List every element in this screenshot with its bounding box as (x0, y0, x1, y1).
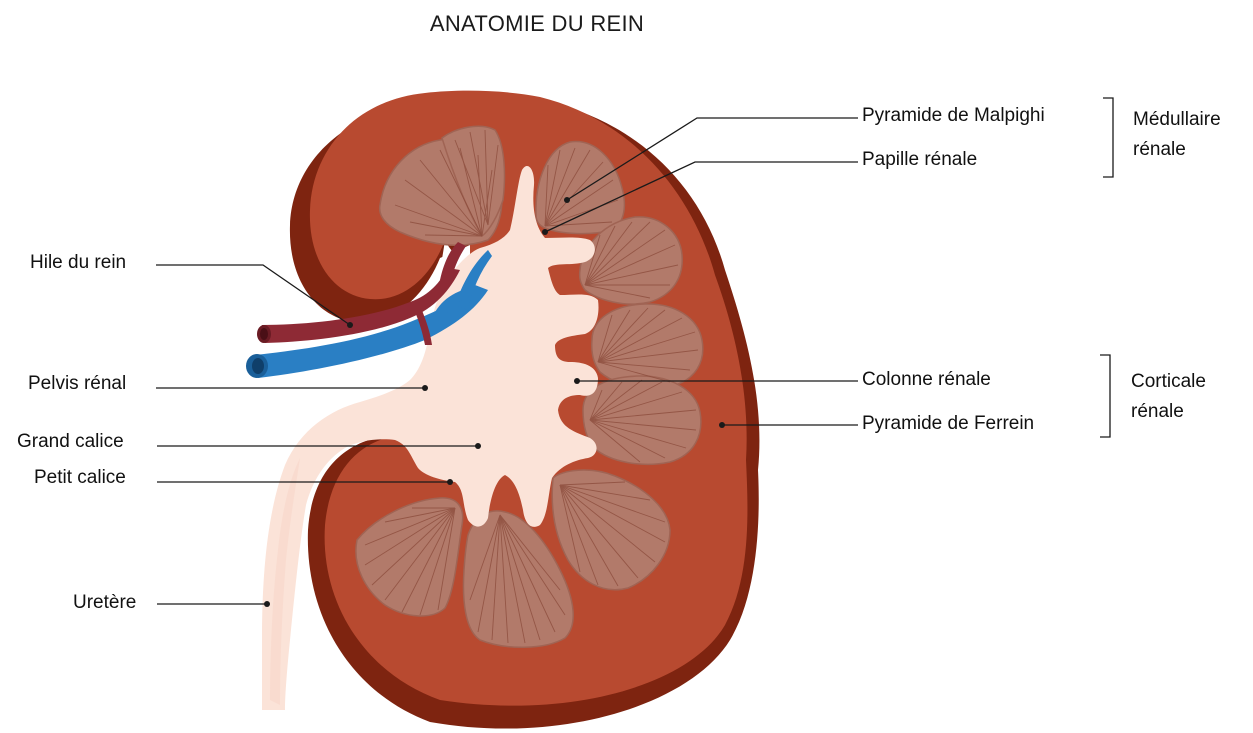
pyramid-6 (583, 376, 701, 464)
label-petit-calice: Petit calice (34, 467, 126, 488)
label-papille-renale: Papille rénale (862, 149, 977, 170)
leader-dot-pyramide-malpighi (564, 197, 570, 203)
label-pelvis-renal: Pelvis rénal (28, 373, 126, 394)
label-pyramide-malpighi: Pyramide de Malpighi (862, 105, 1045, 126)
leader-dot-papille (542, 229, 548, 235)
bracket-medullaire (1103, 98, 1113, 177)
leader-dot-colonne (574, 378, 580, 384)
group-medullaire-line1: Médullaire (1133, 109, 1221, 130)
label-colonne-renale: Colonne rénale (862, 369, 991, 390)
leader-dot-hile (347, 322, 353, 328)
leader-dot-uretere (264, 601, 270, 607)
leader-dot-grand-calice (475, 443, 481, 449)
group-brackets: Médullaire rénale Corticale rénale (1100, 98, 1221, 437)
diagram-title: ANATOMIE DU REIN (430, 11, 644, 36)
label-hile-du-rein: Hile du rein (30, 252, 126, 273)
group-corticale-line2: rénale (1131, 401, 1184, 422)
leader-dot-pelvis (422, 385, 428, 391)
leader-dot-petit-calice (447, 479, 453, 485)
group-corticale-line1: Corticale (1131, 371, 1206, 392)
label-pyramide-ferrein: Pyramide de Ferrein (862, 413, 1034, 434)
label-uretere: Uretère (73, 592, 136, 613)
group-medullaire-line2: rénale (1133, 139, 1186, 160)
bracket-corticale (1100, 355, 1110, 437)
leader-dot-pyramide-ferrein (719, 422, 725, 428)
label-grand-calice: Grand calice (17, 431, 124, 452)
kidney-illustration (246, 91, 759, 729)
